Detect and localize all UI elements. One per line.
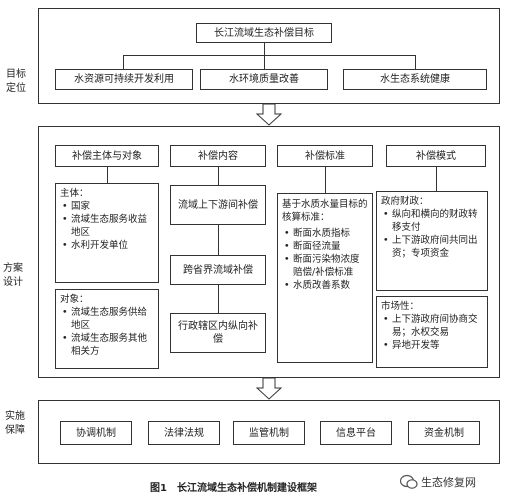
standard-intro: 基于水质水量目标的核算标准：	[282, 199, 368, 223]
content-box-3: 行政辖区内纵向补偿	[170, 313, 266, 353]
market-item: 上下游政府间协商交易；水权交易	[383, 313, 483, 339]
gov-finance-box: 政府财政： 纵向和横向的财政转移支付 上下游政府间共同出资；专项资金	[376, 191, 488, 291]
col-standard-title: 补偿标准	[277, 145, 373, 167]
col-subject-title: 补偿主体与对象	[55, 145, 159, 167]
guarantee-item-2: 法律法规	[148, 421, 220, 445]
market-title: 市场性：	[381, 301, 420, 312]
guarantee-side-label: 实施保障	[5, 411, 25, 436]
goal-connector-vertical	[264, 43, 265, 55]
subject-box-title: 主体：	[60, 188, 89, 199]
wechat-icon	[400, 474, 418, 489]
standard-item: 断面水质指标	[284, 227, 368, 240]
standard-item: 断面径流量	[284, 240, 368, 253]
figure-caption: 图1 长江流域生态补偿机制建设框架	[150, 483, 317, 494]
col-content-connector	[218, 167, 219, 185]
object-box: 对象： 流域生态服务供给地区 流域生态服务其他相关方	[55, 289, 159, 369]
goal-connector-mid	[264, 55, 265, 69]
subject-item: 流域生态服务收益地区	[62, 213, 154, 239]
content-connector-1	[218, 225, 219, 255]
down-arrow-icon	[256, 104, 282, 126]
col-subject-connector	[107, 167, 108, 183]
market-item: 异地开发等	[383, 339, 483, 352]
gov-finance-item: 纵向和横向的财政转移支付	[383, 208, 483, 234]
goal-connector-horizontal	[123, 55, 415, 56]
goal-side-label: 目标定位	[6, 69, 26, 94]
object-item: 流域生态服务供给地区	[62, 306, 154, 332]
col-mode-title: 补偿模式	[386, 145, 486, 167]
standard-box: 基于水质水量目标的核算标准： 断面水质指标 断面径流量 断面污染物浓度赔偿/补偿…	[277, 193, 373, 363]
goal-item-3: 水生态系统健康	[343, 69, 487, 90]
standard-item: 水质改善系数	[284, 279, 368, 292]
col-content-title: 补偿内容	[170, 145, 266, 167]
guarantee-item-3: 监管机制	[233, 421, 305, 445]
subject-item: 国家	[62, 200, 154, 213]
content-box-2: 跨省界流域补偿	[170, 255, 266, 285]
subject-item: 水利开发单位	[62, 239, 154, 252]
gov-finance-item: 上下游政府间共同出资；专项资金	[383, 234, 483, 260]
guarantee-item-4: 信息平台	[320, 421, 392, 445]
object-item: 流域生态服务其他相关方	[62, 332, 154, 358]
watermark: 生态修复网	[400, 474, 476, 490]
goal-connector-right	[415, 55, 416, 69]
object-box-title: 对象：	[60, 294, 89, 305]
standard-item: 断面污染物浓度赔偿/补偿标准	[284, 253, 368, 279]
market-box: 市场性： 上下游政府间协商交易；水权交易 异地开发等	[376, 296, 488, 368]
col-standard-connector	[325, 167, 326, 193]
plan-side-label: 方案设计	[3, 263, 23, 288]
col-mode-connector	[436, 167, 437, 191]
goal-title: 长江流域生态补偿目标	[196, 23, 332, 43]
goal-item-1: 水资源可持续开发利用	[55, 69, 193, 90]
watermark-text: 生态修复网	[421, 476, 476, 489]
content-box-1: 流域上下游间补偿	[170, 185, 266, 225]
content-connector-2	[218, 285, 219, 313]
subject-box: 主体： 国家 流域生态服务收益地区 水利开发单位	[55, 183, 159, 283]
down-arrow-icon	[256, 378, 282, 400]
guarantee-item-5: 资金机制	[408, 421, 480, 445]
guarantee-item-1: 协调机制	[60, 421, 132, 445]
goal-item-2: 水环境质量改善	[200, 69, 328, 90]
goal-connector-left	[123, 55, 124, 69]
gov-finance-title: 政府财政：	[381, 196, 429, 207]
